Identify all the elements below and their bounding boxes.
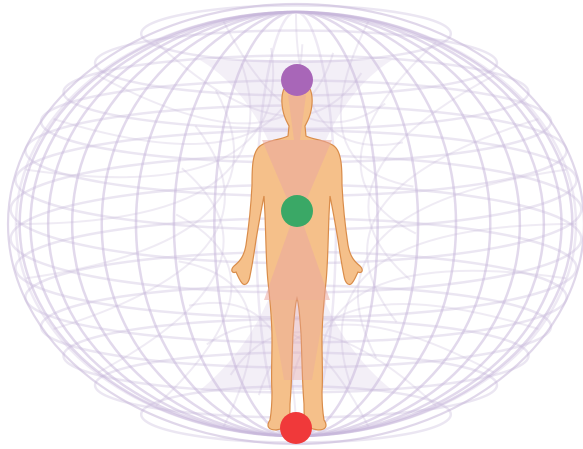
torus-weave-arc [98, 168, 224, 372]
crown-node [281, 64, 313, 96]
root-node [280, 412, 312, 444]
heart-node [281, 195, 313, 227]
torus-weave-arc [368, 76, 494, 280]
